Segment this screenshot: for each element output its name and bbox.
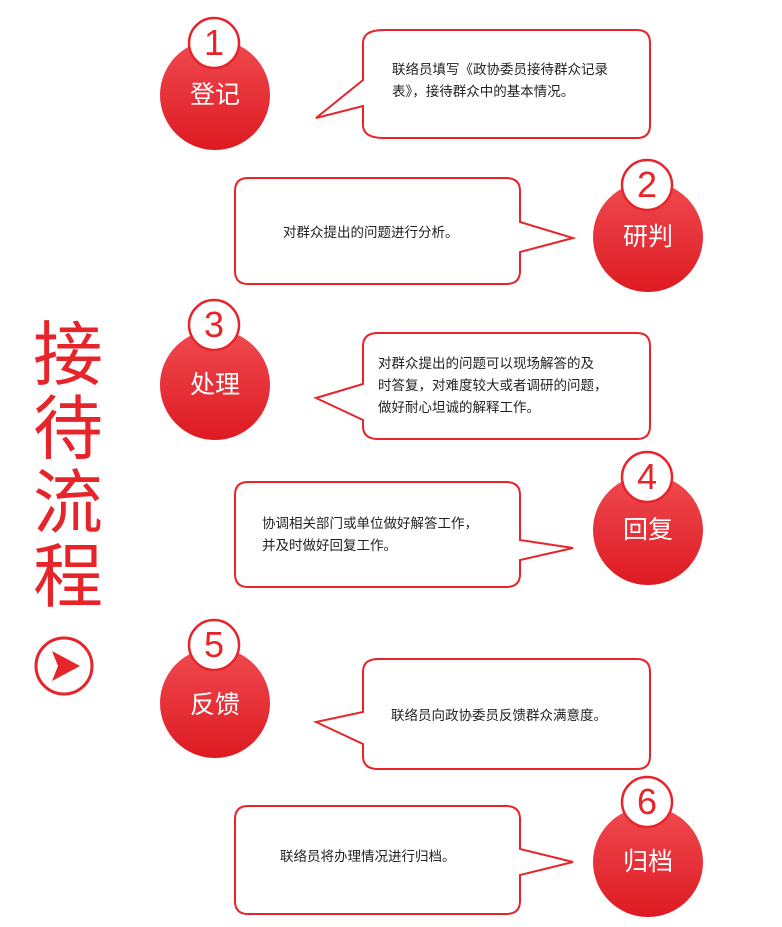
step-1-number: 1 bbox=[203, 22, 225, 63]
step-2 bbox=[234, 158, 703, 292]
diagram-title: 接 待 流 程 bbox=[28, 318, 108, 614]
step-3-number: 3 bbox=[203, 304, 225, 345]
step-2-text: 对群众提出的问题进行分析。 bbox=[283, 225, 459, 241]
step-6-number: 6 bbox=[636, 781, 658, 822]
step-2-number-circle bbox=[620, 158, 674, 212]
step-5-label: 反馈 bbox=[189, 690, 240, 719]
step-1-label: 登记 bbox=[189, 80, 240, 109]
step-1-bubble bbox=[160, 40, 270, 150]
step-6-text: 联络员将办理情况进行归档。 bbox=[280, 849, 456, 865]
title-char: 程 bbox=[33, 536, 103, 618]
step-4-label: 回复 bbox=[622, 515, 673, 544]
step-6 bbox=[234, 775, 703, 917]
step-6-bubble bbox=[593, 807, 703, 917]
step-1-text: 联络员填写《政协委员接待群众记录 表》，接待群众中的基本情况。 bbox=[392, 62, 608, 100]
step-4 bbox=[234, 450, 703, 588]
step-5-number-circle bbox=[187, 618, 241, 672]
step-5-bubble bbox=[160, 648, 270, 758]
title-char: 接 bbox=[33, 314, 103, 396]
step-5-number: 5 bbox=[203, 624, 225, 665]
step-1-callout bbox=[315, 29, 651, 139]
step-4-text: 协调相关部门或单位做好解答工作， 并及时做好回复工作。 bbox=[262, 516, 478, 554]
step-3 bbox=[160, 298, 651, 440]
title-char: 待 bbox=[33, 388, 103, 470]
step-4-number-circle bbox=[620, 450, 674, 504]
step-2-callout bbox=[234, 177, 577, 285]
title-char: 流 bbox=[33, 462, 103, 544]
step-3-label: 处理 bbox=[189, 370, 240, 399]
step-3-callout bbox=[313, 332, 651, 440]
step-5-callout bbox=[312, 658, 651, 770]
step-4-number: 4 bbox=[636, 456, 658, 497]
step-2-bubble bbox=[593, 182, 703, 292]
step-3-bubble bbox=[160, 330, 270, 440]
step-3-text: 对群众提出的问题可以现场解答的及 时答复，对难度较大或者调研的问题， 做好耐心坦… bbox=[378, 356, 608, 416]
play-arrow-icon bbox=[34, 636, 94, 696]
step-5-text: 联络员向政协委员反馈群众满意度。 bbox=[391, 708, 607, 724]
step-2-label: 研判 bbox=[622, 222, 673, 251]
step-3-number-circle bbox=[187, 298, 241, 352]
step-6-label: 归档 bbox=[622, 847, 673, 876]
step-1 bbox=[160, 16, 651, 150]
step-5 bbox=[160, 618, 651, 770]
step-4-bubble bbox=[593, 475, 703, 585]
step-6-number-circle bbox=[620, 775, 674, 829]
step-1-number-circle bbox=[187, 16, 241, 70]
step-2-number: 2 bbox=[636, 164, 658, 205]
step-4-callout bbox=[234, 481, 574, 588]
step-6-callout bbox=[234, 805, 574, 915]
